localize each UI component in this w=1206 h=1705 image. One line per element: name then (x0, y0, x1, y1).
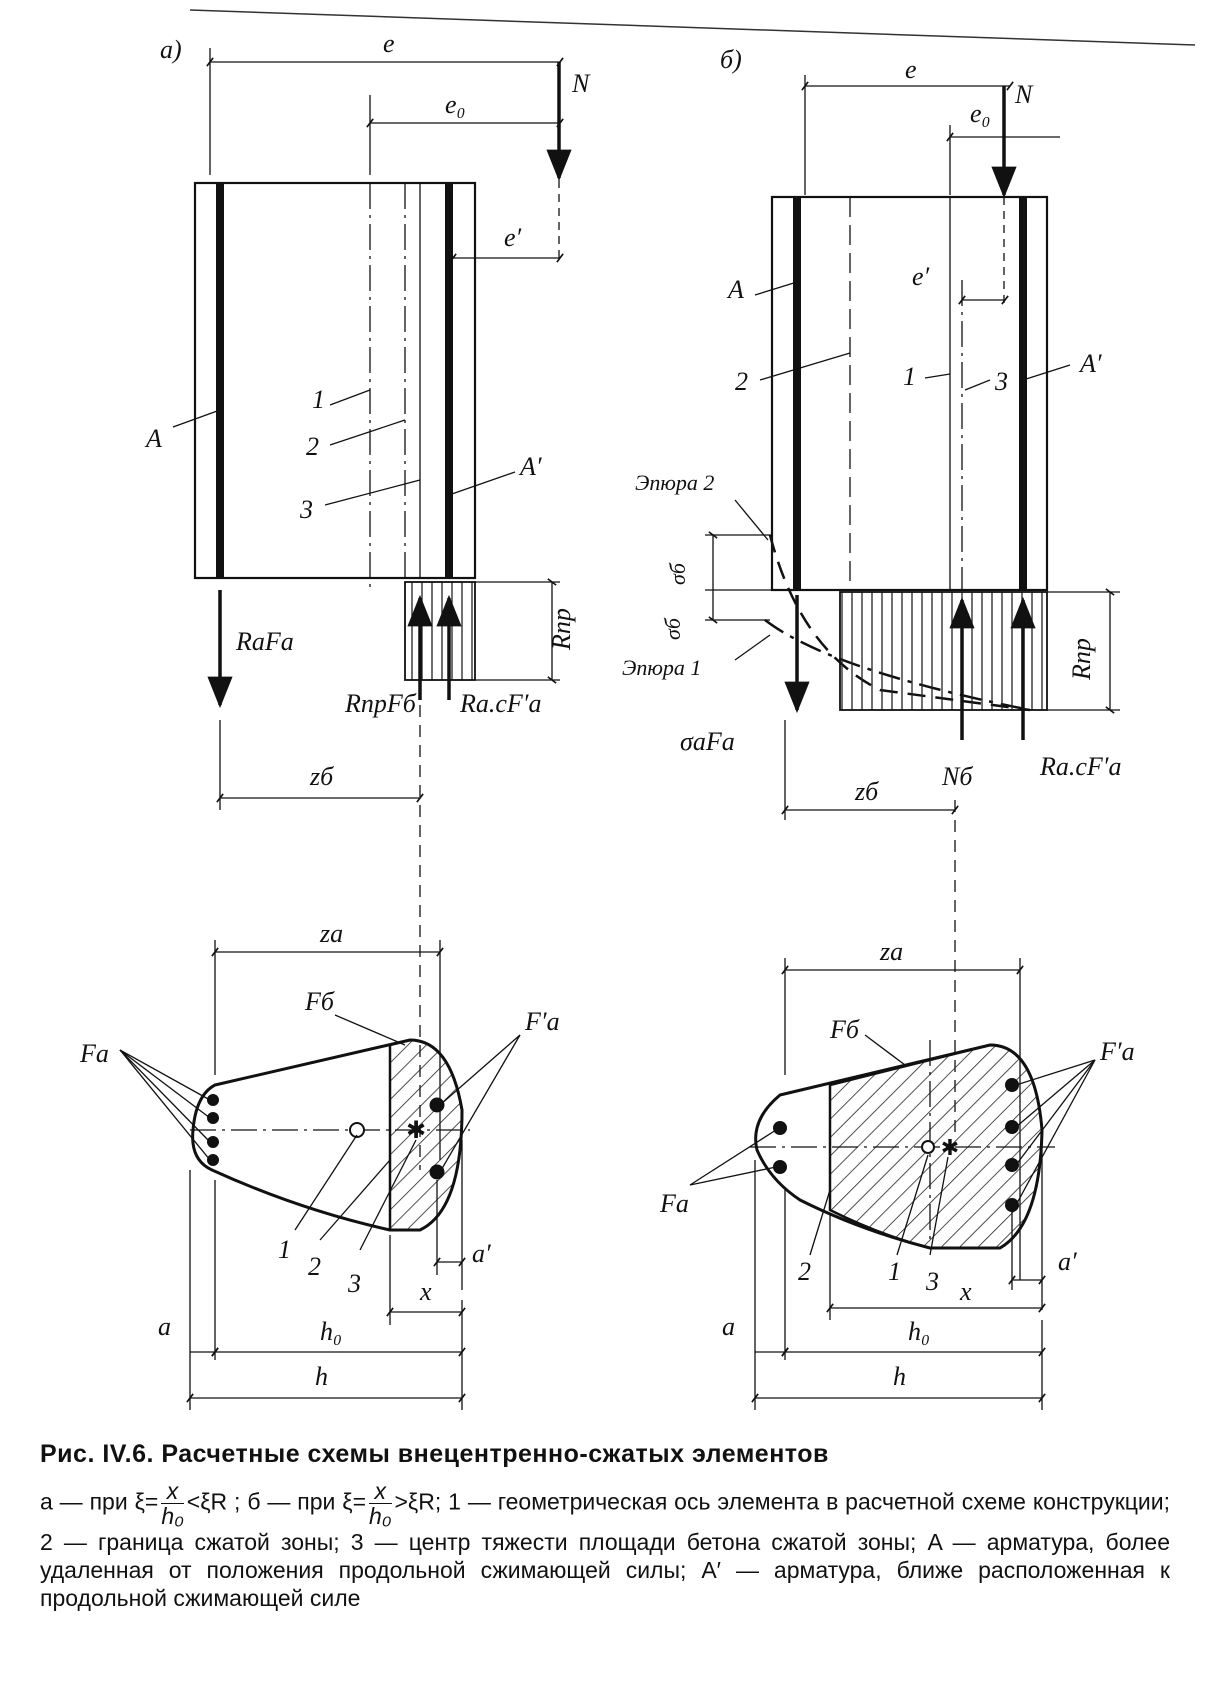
caption-b-pre: б — при ξ= (247, 1488, 367, 1515)
panel-b: б) e e₀ N e′ A 2 1 3 A′ Эпюра 2 Эпюра 1 (622, 45, 1135, 1410)
label-N: N (571, 69, 591, 98)
label-RprFb: RпрFб (344, 689, 417, 718)
label-A: A (726, 275, 744, 304)
label-epure2: Эпюра 2 (635, 470, 714, 495)
label-Rpr: Rпр (547, 608, 576, 651)
label-zb: zб (854, 777, 879, 806)
label-2: 2 (735, 367, 748, 396)
label-RaFa: RаFа (235, 627, 294, 656)
column-a (193, 181, 477, 580)
label-RacFa: Rа.сF′а (459, 689, 542, 718)
svg-text:✱: ✱ (941, 1136, 959, 1161)
label-sigmaFa: σаFа (680, 727, 735, 756)
label-A-prime: A′ (1078, 349, 1102, 378)
column-b (770, 195, 1049, 592)
label-s1: 1 (278, 1235, 291, 1264)
label-e0: e₀ (970, 99, 991, 128)
figure-caption: Рис. IV.6. Расчетные схемы внецентренно-… (40, 1440, 1170, 1612)
fraction-a-den: h₀ (161, 1503, 184, 1529)
label-e: e (905, 55, 917, 84)
label-sigma-b-lower: σб (660, 617, 685, 640)
label-s3: 3 (925, 1267, 939, 1296)
label-N: N (1014, 80, 1034, 109)
fraction-b-num: x (369, 1479, 392, 1504)
label-za: zа (879, 937, 903, 966)
label-epure1: Эпюра 1 (622, 655, 701, 680)
fraction-b-den: h₀ (369, 1503, 392, 1529)
label-zb: zб (309, 762, 334, 791)
panel-b-tag: б) (720, 45, 742, 74)
label-s1: 1 (888, 1257, 901, 1286)
figure: а) e e₀ N e′ A 1 2 3 A′ (79, 9, 1196, 1410)
stress-block-a (404, 581, 476, 681)
label-a-prime: a′ (1058, 1247, 1077, 1276)
label-s3: 3 (347, 1269, 361, 1298)
label-Fb: Fб (829, 1015, 860, 1044)
label-h: h (315, 1362, 328, 1391)
label-h0: h₀ (320, 1317, 342, 1346)
label-za: zа (319, 919, 343, 948)
scan-edge-line (189, 9, 1196, 46)
label-e-prime: e′ (912, 262, 930, 291)
label-x: x (959, 1277, 972, 1306)
label-a-prime: a′ (472, 1239, 491, 1268)
label-1: 1 (903, 362, 916, 391)
label-RacFa: Rа.сF′а (1039, 752, 1122, 781)
label-a: a (722, 1312, 735, 1341)
caption-b-post: >ξR; (394, 1488, 442, 1515)
svg-text:✱: ✱ (406, 1116, 426, 1144)
label-3: 3 (299, 495, 313, 524)
label-2: 2 (306, 432, 319, 461)
label-Fa-prime: F′а (524, 1007, 560, 1036)
panel-a-tag: а) (160, 35, 182, 64)
caption-a-post: <ξR ; (186, 1488, 241, 1515)
label-Rpr: Rпр (1067, 638, 1096, 681)
compressed-zone-a (388, 1038, 464, 1232)
label-Fb: Fб (304, 987, 335, 1016)
label-Fa-prime: F′а (1099, 1037, 1135, 1066)
caption-a-pre: а — при ξ= (40, 1488, 159, 1515)
label-h0: h₀ (908, 1317, 930, 1346)
label-Fa: Fа (79, 1039, 109, 1068)
caption-title: Рис. IV.6. Расчетные схемы внецентренно-… (40, 1440, 829, 1468)
stress-block-b (839, 591, 1048, 711)
label-sigma-b-upper: σб (665, 562, 690, 585)
label-Nb: Nб (941, 762, 973, 791)
caption-rest: 1 — геометрическая ось элемента в расчет… (40, 1488, 1171, 1611)
fraction-a-num: x (161, 1479, 184, 1504)
label-s2: 2 (308, 1252, 321, 1281)
label-1: 1 (312, 385, 325, 414)
panel-a: а) e e₀ N e′ A 1 2 3 A′ (79, 29, 591, 1410)
label-e: e (383, 29, 395, 58)
label-3: 3 (994, 367, 1008, 396)
label-a: a (158, 1312, 171, 1341)
label-h: h (893, 1362, 906, 1391)
label-x: x (419, 1277, 432, 1306)
label-e-prime: e′ (504, 223, 522, 252)
label-s2: 2 (798, 1257, 811, 1286)
label-A: A (144, 424, 162, 453)
label-e0: e₀ (445, 90, 466, 119)
label-A-prime: A′ (518, 452, 542, 481)
label-Fa: Fа (659, 1189, 689, 1218)
